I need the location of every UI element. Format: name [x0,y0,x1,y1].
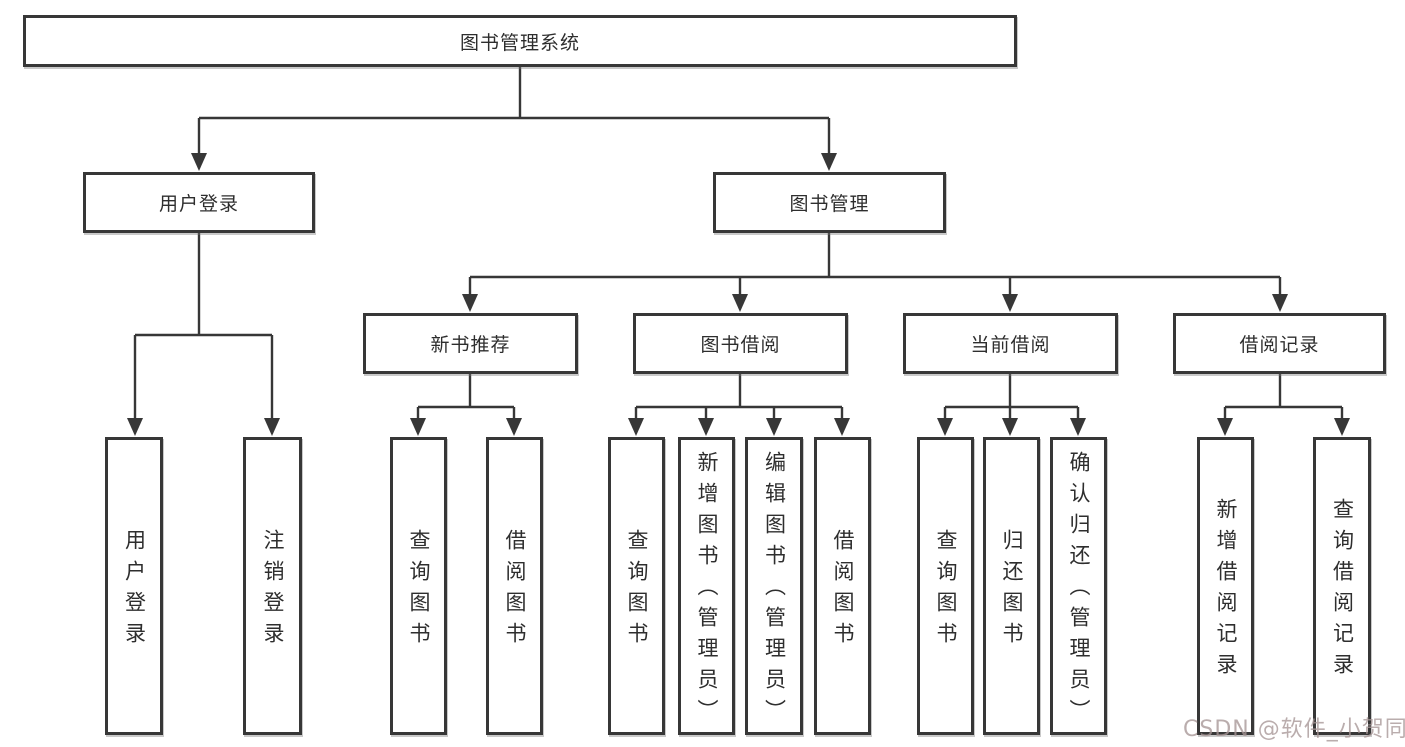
node-leaf-confirm-return-admin: 确认归还（管理员） [1050,437,1107,735]
arrowhead [1002,294,1018,312]
arrowhead [821,153,837,171]
node-leaf-borrow-book-2: 借阅图书 [814,437,871,735]
node-leaf-user-login: 用户登录 [105,437,163,735]
node-leaf-query-book-3: 查询图书 [917,437,974,735]
arrowhead [1272,294,1288,312]
node-leaf-logout: 注销登录 [243,437,302,735]
node-label: 查询图书 [407,528,431,653]
node-label: 用户登录 [122,528,147,653]
arrowhead [191,153,207,171]
arrowhead [506,418,522,436]
arrowhead [410,418,426,436]
node-label: 新书推荐 [430,334,511,356]
node-label: 借阅图书 [503,528,527,653]
csdn-watermark: CSDN @软件_小贺同学 [1183,717,1405,742]
node-label: 借阅图书 [831,528,855,653]
node-leaf-return-book: 归还图书 [983,437,1040,735]
node-book-management: 图书管理 [713,172,946,233]
node-label: 确认归还（管理员） [1067,451,1091,730]
connector-new-book-recommend-to-leaves [416,373,516,421]
arrowhead [937,418,953,436]
arrowhead [1002,418,1018,436]
arrowhead [628,418,644,436]
arrowhead [732,294,748,312]
node-label: 用户登录 [158,193,239,215]
arrowhead [462,294,478,312]
connector-book-management-to-level3 [468,233,1282,297]
connector-borrow-records-to-leaves [1223,373,1344,421]
node-borrow-records: 借阅记录 [1173,313,1386,374]
node-label: 查询图书 [625,528,649,653]
node-label: 当前借阅 [970,334,1051,356]
node-current-borrow: 当前借阅 [903,313,1118,374]
node-label: 查询图书 [934,528,958,653]
node-label: 归还图书 [1000,528,1024,653]
node-book-borrow: 图书借阅 [633,313,848,374]
arrowhead [127,418,143,436]
node-label: 编辑图书（管理员） [762,451,787,730]
connector-user-login-to-leaves [133,233,274,421]
node-label: 注销登录 [261,528,285,653]
node-label: 查询借阅记录 [1330,497,1355,684]
node-label: 图书管理 [789,193,870,215]
arrowhead [698,418,714,436]
connector-root-to-level2 [197,66,831,156]
node-system-root: 图书管理系统 [23,15,1017,67]
node-leaf-query-book-1: 查询图书 [390,437,447,735]
arrowhead [766,418,782,436]
node-label: 借阅记录 [1239,334,1320,356]
node-new-book-recommend: 新书推荐 [363,313,578,374]
node-leaf-add-borrow-record: 新增借阅记录 [1197,437,1254,735]
node-label: 新增借阅记录 [1214,497,1238,684]
node-label: 新增图书（管理员） [695,451,719,730]
node-leaf-query-book-2: 查询图书 [608,437,665,735]
node-leaf-edit-book-admin: 编辑图书（管理员） [745,437,803,735]
node-user-login: 用户登录 [83,172,315,233]
node-leaf-query-borrow-record: 查询借阅记录 [1313,437,1371,735]
arrowhead [1070,418,1086,436]
node-leaf-add-book-admin: 新增图书（管理员） [678,437,735,735]
node-label: 图书借阅 [700,334,781,356]
arrowhead [1334,418,1350,436]
arrowhead [1217,418,1233,436]
arrowhead [264,418,280,436]
connector-book-borrow-to-leaves [634,373,844,421]
connector-current-borrow-to-leaves [943,373,1080,421]
node-leaf-borrow-book-1: 借阅图书 [486,437,543,735]
arrowhead [834,418,850,436]
node-label: 图书管理系统 [459,31,580,54]
